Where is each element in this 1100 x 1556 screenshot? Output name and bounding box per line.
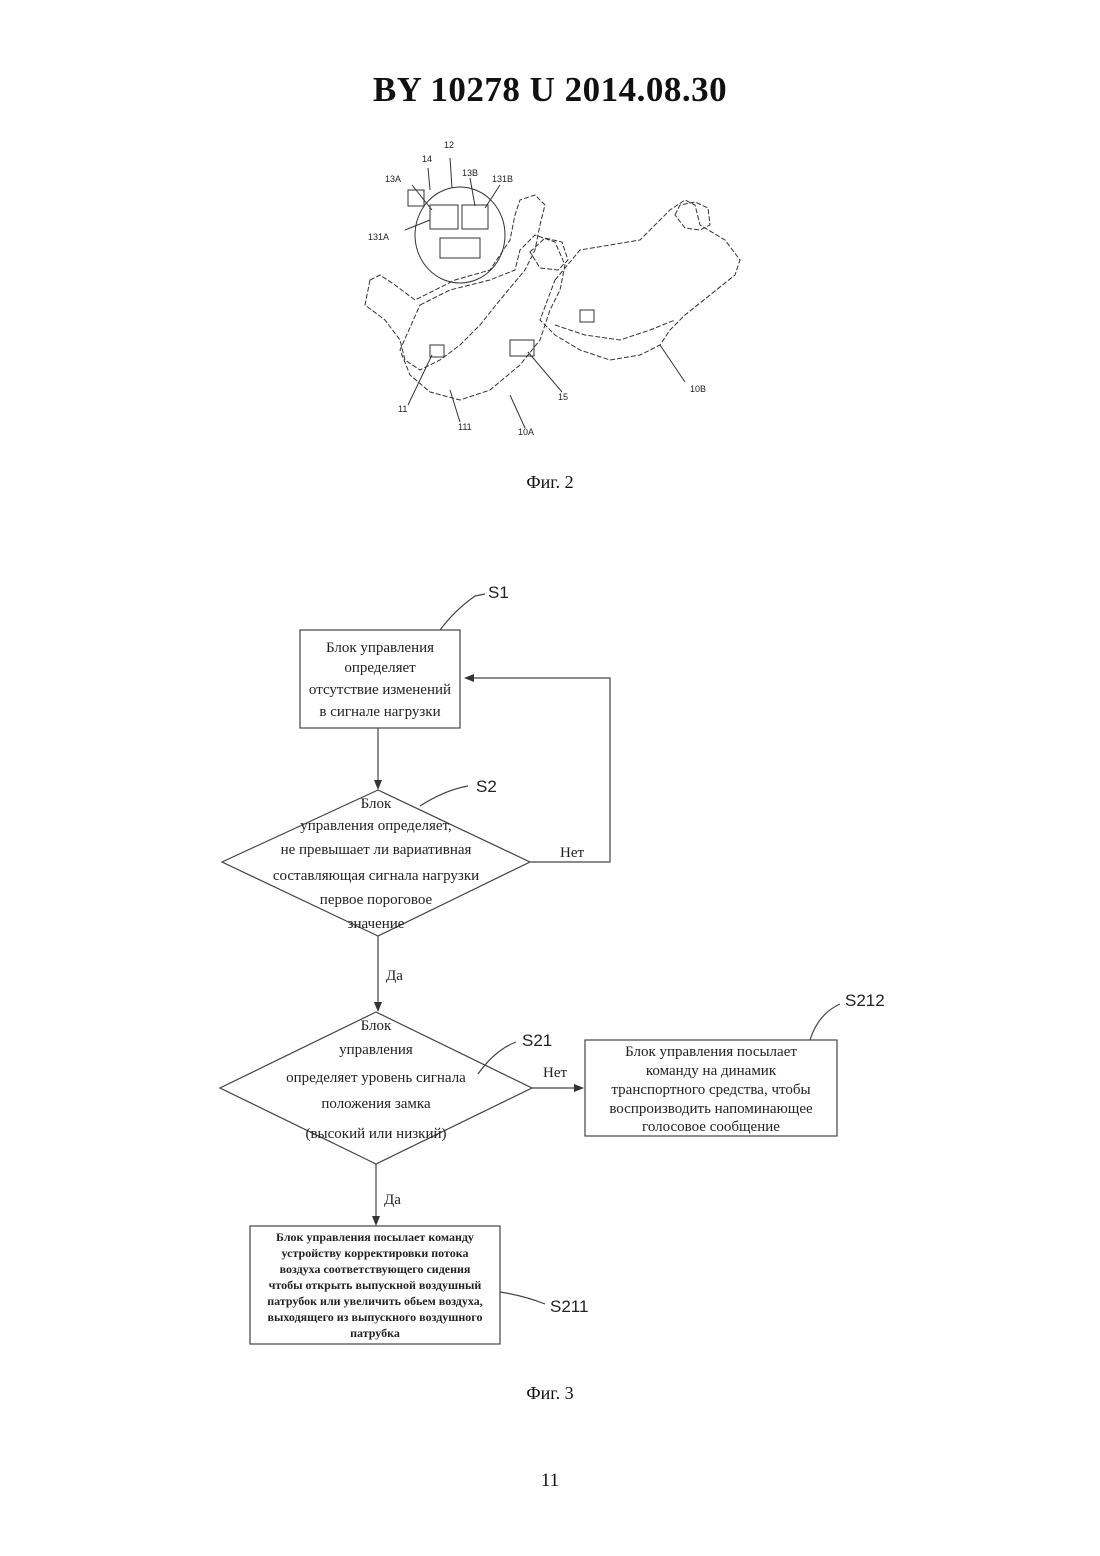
step-s21-line: определяет уровень сигнала bbox=[286, 1070, 466, 1086]
page-number: 11 bbox=[0, 1470, 1100, 1492]
step-s211-line: выходящего из выпускного воздушного bbox=[268, 1310, 483, 1324]
step-s212-line: воспроизводить напоминающее bbox=[609, 1101, 813, 1117]
step-s2-id: S2 bbox=[476, 777, 497, 796]
arrow-s2-no-loop bbox=[466, 678, 610, 862]
edge-s2-no: Нет bbox=[560, 845, 584, 861]
step-s2-line: составляющая сигнала нагрузки bbox=[273, 868, 479, 884]
figure-2-label: 131A bbox=[368, 232, 389, 242]
step-s2-line: Блок bbox=[361, 796, 392, 812]
step-s21-line: Блок bbox=[361, 1018, 392, 1034]
figure-2-label: 111 bbox=[458, 422, 472, 432]
step-s2-line: не превышает ли вариативная bbox=[281, 842, 472, 858]
step-s212-line: голосовое сообщение bbox=[642, 1119, 780, 1135]
step-s1-line: в сигнале нагрузки bbox=[319, 704, 440, 720]
rear-seat-cushion bbox=[555, 320, 675, 340]
figure-2-label: 10B bbox=[690, 384, 706, 394]
display-13a bbox=[430, 205, 458, 229]
figure-2-label: 13B bbox=[462, 168, 478, 178]
step-s21-id: S21 bbox=[522, 1031, 552, 1050]
step-s21-line: управления bbox=[339, 1042, 413, 1058]
figure-3-flowchart: Блок управления определяет отсутствие из… bbox=[200, 570, 900, 1360]
control-module-ring bbox=[415, 187, 505, 283]
figure-2-label: 14 bbox=[422, 154, 432, 164]
step-s211-line: патрубка bbox=[350, 1326, 400, 1340]
step-s211-line: воздуха соответствующего сидения bbox=[280, 1262, 471, 1276]
step-s1-line: отсутствие изменений bbox=[309, 682, 451, 698]
figure-2-caption: Фиг. 2 bbox=[0, 472, 1100, 493]
step-s2-line: управления определяет, bbox=[300, 818, 451, 834]
figure-2-drawing: 14 12 13A 13B 131B 131A 11 111 10A 15 10… bbox=[340, 130, 760, 440]
step-s211-line: чтобы открыть выпускной воздушный bbox=[269, 1278, 482, 1292]
display-13b bbox=[462, 205, 488, 229]
rear-headrest bbox=[675, 202, 710, 230]
module-screen bbox=[440, 238, 480, 258]
step-s212-line: транспортного средства, чтобы bbox=[611, 1082, 810, 1098]
figure-2-label: 12 bbox=[444, 140, 454, 150]
step-s1-id: S1 bbox=[488, 583, 509, 602]
front-seat-outline bbox=[400, 235, 565, 400]
step-s2-line: значение bbox=[348, 916, 405, 932]
document-header: BY 10278 U 2014.08.30 bbox=[0, 70, 1100, 110]
edge-s21-yes: Да bbox=[384, 1192, 401, 1208]
step-s212-id: S212 bbox=[845, 991, 885, 1010]
module-box-14 bbox=[408, 190, 424, 206]
figure-2-label: 11 bbox=[398, 404, 407, 414]
step-s211-line: патрубок или увеличить обьем воздуха, bbox=[267, 1294, 482, 1308]
seat-sensor-15 bbox=[510, 340, 534, 356]
step-s211-line: устройству корректировки потока bbox=[282, 1246, 469, 1260]
step-s21-line: положения замка bbox=[321, 1096, 431, 1112]
step-s2-line: первое пороговое bbox=[320, 892, 433, 908]
front-headrest bbox=[530, 238, 568, 270]
rear-buckle bbox=[580, 310, 594, 322]
edge-s21-no: Нет bbox=[543, 1065, 567, 1081]
figure-2-label: 13A bbox=[385, 174, 401, 184]
step-s211-line: Блок управления посылает команду bbox=[276, 1230, 474, 1244]
step-s1-line: определяет bbox=[344, 660, 416, 676]
edge-s2-yes: Да bbox=[386, 968, 403, 984]
figure-2-label: 131B bbox=[492, 174, 513, 184]
figure-3-caption: Фиг. 3 bbox=[0, 1383, 1100, 1404]
figure-2-label: 15 bbox=[558, 392, 568, 402]
step-s212-line: команду на динамик bbox=[646, 1063, 777, 1079]
step-s1-line: Блок управления bbox=[326, 640, 434, 656]
figure-2-label: 10A bbox=[518, 427, 534, 437]
step-s212-line: Блок управления посылает bbox=[625, 1044, 797, 1060]
step-s211-id: S211 bbox=[550, 1297, 588, 1316]
step-s21-line: (высокий или низкий) bbox=[305, 1126, 446, 1142]
